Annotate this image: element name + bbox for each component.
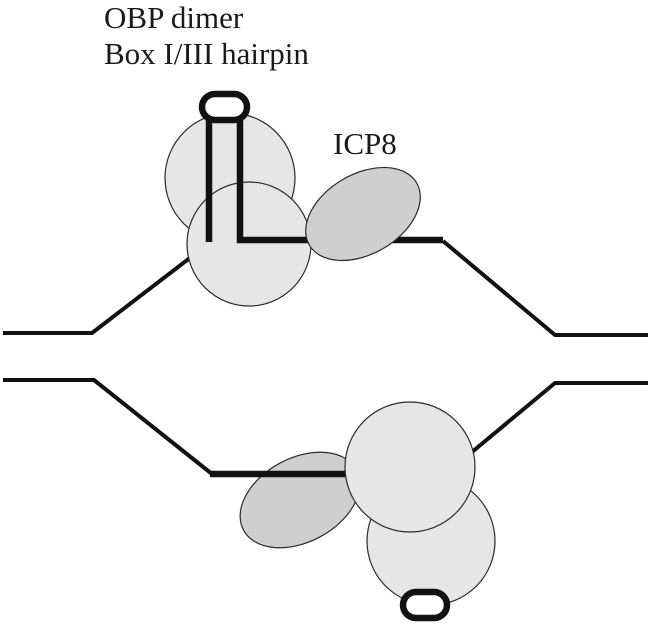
icp8-label: ICP8	[333, 126, 397, 161]
top-dna-right-arm	[441, 239, 648, 337]
icp8-protein-top	[305, 166, 421, 262]
bottom-dna-left-arm	[3, 378, 214, 476]
bottom-dna-right-arm	[458, 381, 648, 464]
top-dna-left-arm	[3, 239, 214, 335]
hairpin-label: Box I/III hairpin	[104, 36, 309, 71]
hairpin-loop-top	[198, 90, 251, 124]
obp-subunit-lower	[186, 181, 312, 307]
obp-subunit-upper-bottom	[344, 401, 476, 533]
hairpin-loop-bottom	[399, 588, 451, 622]
obp-dimer-label: OBP dimer	[104, 0, 244, 35]
